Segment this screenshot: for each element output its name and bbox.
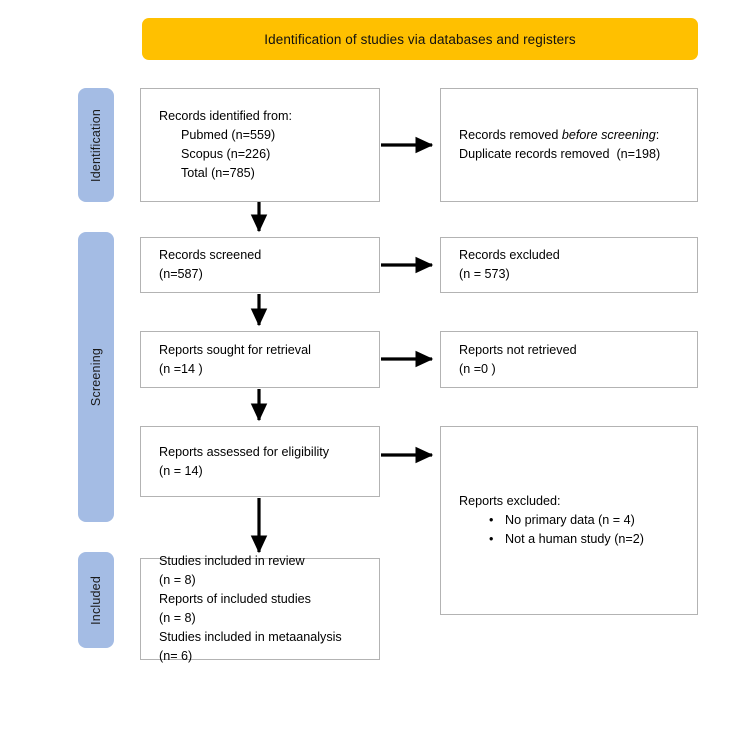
records-removed-suffix: : (655, 128, 660, 142)
stage-label-identification: Identification (89, 108, 103, 182)
box-records-excluded: Records excluded (n = 573) (440, 237, 698, 293)
box-records-removed: Records removed before screening: Duplic… (440, 88, 698, 202)
reports-sought-line-1: Reports sought for retrieval (159, 342, 311, 357)
stage-bar-identification: Identification (78, 88, 114, 202)
studies-included-line-6: (n= 6) (159, 649, 193, 663)
records-screened-line-1: Records screened (159, 248, 262, 262)
records-identified-line-1: Records identified from: (159, 109, 292, 123)
reports-assessed-line-1: Reports assessed for eligibility (159, 444, 330, 459)
box-records-screened: Records screened (n=587) (140, 237, 380, 293)
box-records-identified: Records identified from: Pubmed (n=559) … (140, 88, 380, 202)
reports-not-retrieved-line-2: (n =0 ) (459, 361, 496, 376)
studies-included-line-2: (n = 8) (159, 573, 196, 587)
records-identified-line-3: Scopus (n=226) (181, 147, 271, 161)
records-excluded-line-2: (n = 573) (459, 267, 510, 281)
reports-sought-line-2: (n =14 ) (159, 361, 203, 376)
banner-label: Identification of studies via databases … (264, 31, 576, 47)
studies-included-line-4: (n = 8) (159, 611, 196, 625)
box-reports-excluded-reasons: Reports excluded: No primary data (n = 4… (440, 426, 698, 615)
studies-included-line-1: Studies included in review (159, 554, 305, 568)
studies-included-line-5: Studies included in metaanalysis (159, 630, 342, 644)
reports-excluded-heading: Reports excluded: (459, 494, 561, 508)
records-removed-line-1: Records removed before screening: (459, 126, 679, 145)
stage-label-screening: Screening (89, 347, 103, 407)
records-screened-line-2: (n=587) (159, 267, 203, 281)
reports-assessed-line-2: (n = 14) (159, 463, 203, 478)
records-identified-line-2: Pubmed (n=559) (181, 128, 276, 142)
reports-excluded-reason-list: No primary data (n = 4) Not a human stud… (459, 511, 679, 549)
records-removed-line-2: Duplicate records removed (n=198) (459, 147, 661, 161)
records-removed-emphasis: before screening (561, 128, 656, 142)
box-reports-not-retrieved: Reports not retrieved (n =0 ) (440, 331, 698, 388)
reports-excluded-reason-1: No primary data (n = 4) (489, 511, 679, 530)
stage-bar-included: Included (78, 552, 114, 648)
records-removed-prefix: Records removed (459, 128, 562, 142)
box-reports-sought: Reports sought for retrieval (n =14 ) (140, 331, 380, 388)
reports-excluded-reason-2: Not a human study (n=2) (489, 530, 679, 549)
stage-bar-screening: Screening (78, 232, 114, 522)
records-excluded-line-1: Records excluded (459, 248, 560, 262)
studies-included-line-3: Reports of included studies (159, 592, 311, 606)
box-studies-included: Studies included in review (n = 8) Repor… (140, 554, 380, 663)
records-identified-line-4: Total (n=785) (181, 166, 255, 180)
identification-banner: Identification of studies via databases … (142, 18, 698, 60)
box-reports-assessed: Reports assessed for eligibility (n = 14… (140, 426, 380, 497)
stage-label-included: Included (89, 575, 103, 625)
reports-not-retrieved-line-1: Reports not retrieved (459, 342, 577, 357)
